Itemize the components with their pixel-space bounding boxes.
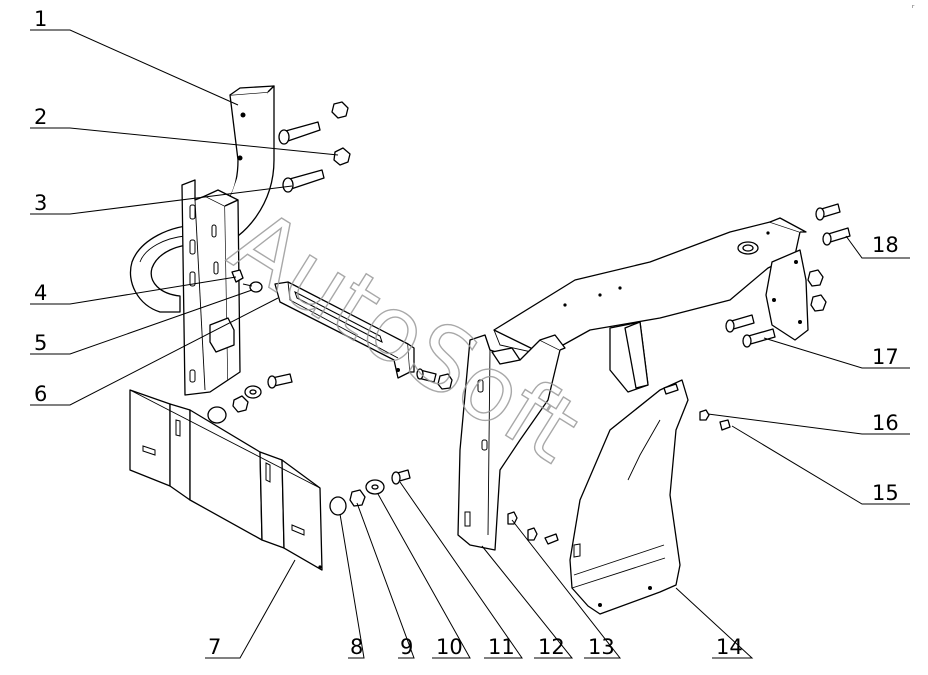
callout-8: 8: [339, 513, 365, 659]
callout-16: 16: [707, 411, 910, 435]
callout-14: 14: [675, 587, 754, 659]
svg-text:17: 17: [872, 345, 899, 369]
callout-17: 17: [763, 337, 910, 369]
callout-3: 3: [30, 185, 293, 215]
callout-15: 15: [731, 425, 910, 505]
right-frame-beam: [493, 217, 807, 393]
small-fasteners-4-5: [231, 269, 263, 293]
svg-text:8: 8: [350, 635, 363, 659]
svg-text:18: 18: [872, 233, 899, 257]
svg-text:12: 12: [538, 635, 565, 659]
fasteners-15-16: [699, 409, 731, 431]
svg-text:14: 14: [716, 635, 743, 659]
svg-text:13: 13: [588, 635, 615, 659]
callout-4: 4: [30, 276, 237, 305]
svg-text:6: 6: [34, 382, 47, 406]
svg-text:9: 9: [400, 635, 413, 659]
svg-text:1: 1: [34, 7, 47, 31]
svg-text:16: 16: [872, 411, 899, 435]
svg-text:10: 10: [436, 635, 463, 659]
part-7-plate: [129, 389, 323, 571]
svg-text:4: 4: [34, 281, 47, 305]
callout-12: 12: [481, 545, 574, 659]
callout-10: 10: [377, 493, 471, 659]
svg-text:11: 11: [488, 635, 515, 659]
callout-6: 6: [30, 297, 279, 406]
callout-2: 2: [30, 105, 339, 156]
callout-11: 11: [399, 481, 523, 659]
callout-5: 5: [30, 289, 253, 355]
part-6-angled-bracket: [274, 281, 415, 379]
beam-end-bracket: [765, 249, 809, 341]
callout-18: 18: [845, 233, 910, 259]
bolts-parts-2-3: [278, 101, 351, 193]
svg-text:3: 3: [34, 191, 47, 215]
callout-7: 7: [205, 559, 296, 659]
lower-left-fasteners: [207, 373, 293, 424]
callout-1: 1: [30, 7, 239, 106]
svg-text:5: 5: [34, 331, 47, 355]
part-14-guard-panel: [569, 379, 689, 615]
callouts: 1 2 3 4 5 6 7: [30, 7, 910, 659]
fasteners-8-11: [329, 469, 411, 516]
corner-mark: г: [912, 4, 915, 10]
svg-text:2: 2: [34, 105, 47, 129]
svg-text:7: 7: [208, 635, 221, 659]
svg-text:15: 15: [872, 481, 899, 505]
bolts-17-18: [725, 203, 851, 348]
part-12-vertical-bracket: [457, 334, 566, 551]
callout-13: 13: [511, 519, 622, 659]
mid-fasteners: [416, 368, 453, 390]
callout-9: 9: [356, 502, 415, 659]
fasteners-13: [507, 511, 559, 545]
